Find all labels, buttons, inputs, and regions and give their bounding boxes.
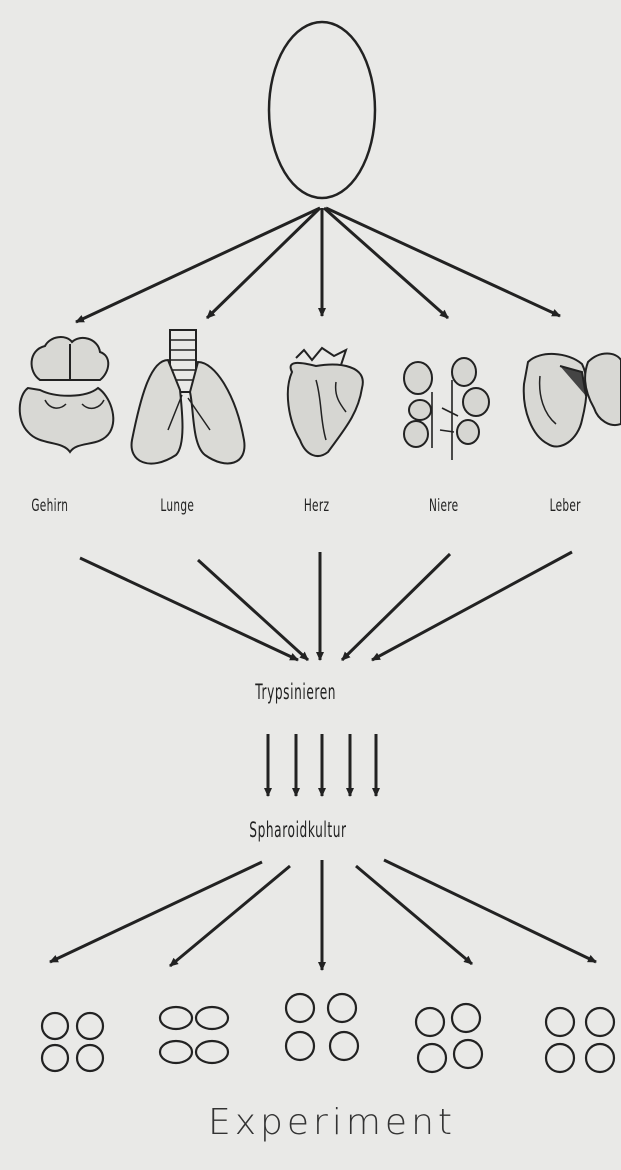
arrow-culture-2 — [170, 866, 290, 966]
arrow-culture-5 — [384, 860, 596, 962]
spheroid-group-5 — [546, 1008, 614, 1072]
trypsin-to-culture-arrows — [268, 734, 376, 796]
kidneys-icon — [404, 358, 489, 460]
arrow-niere-trypsin — [342, 554, 450, 660]
brain-icon — [20, 337, 113, 452]
organ-label-lunge: Lunge — [160, 496, 194, 516]
spheroid-group-1 — [42, 1013, 103, 1071]
arrow-lunge-trypsin — [198, 560, 308, 660]
arrow-culture-1 — [50, 862, 262, 962]
egg-to-organ-arrows — [76, 208, 560, 322]
arrow-egg-gehirn — [76, 208, 320, 322]
spheroid-group-2 — [160, 1007, 228, 1063]
arrow-culture-4 — [356, 866, 472, 964]
organ-label-gehirn: Gehirn — [31, 496, 68, 516]
spheroid-group-3 — [286, 994, 358, 1060]
arrow-gehirn-trypsin — [80, 558, 298, 660]
organ-label-herz: Herz — [304, 496, 330, 516]
organ-label-leber: Leber — [550, 496, 581, 516]
heart-icon — [288, 348, 363, 456]
arrow-egg-niere — [324, 208, 448, 318]
experiment-label: Experiment — [208, 1102, 456, 1143]
liver-icon — [524, 354, 621, 447]
culture-to-experiment-arrows — [50, 860, 596, 970]
lungs-icon — [132, 330, 245, 464]
arrow-leber-trypsin — [372, 552, 572, 660]
spheroid-group-4 — [416, 1004, 482, 1072]
organ-label-niere: Niere — [429, 496, 458, 516]
arrow-egg-leber — [326, 208, 560, 316]
step-label-spharoidkultur: Spharoidkultur — [249, 818, 346, 842]
arrow-egg-lunge — [207, 208, 320, 318]
egg-oval — [269, 22, 375, 198]
step-label-trypsinieren: Trypsinieren — [255, 680, 336, 704]
organ-to-trypsin-arrows — [80, 552, 572, 660]
